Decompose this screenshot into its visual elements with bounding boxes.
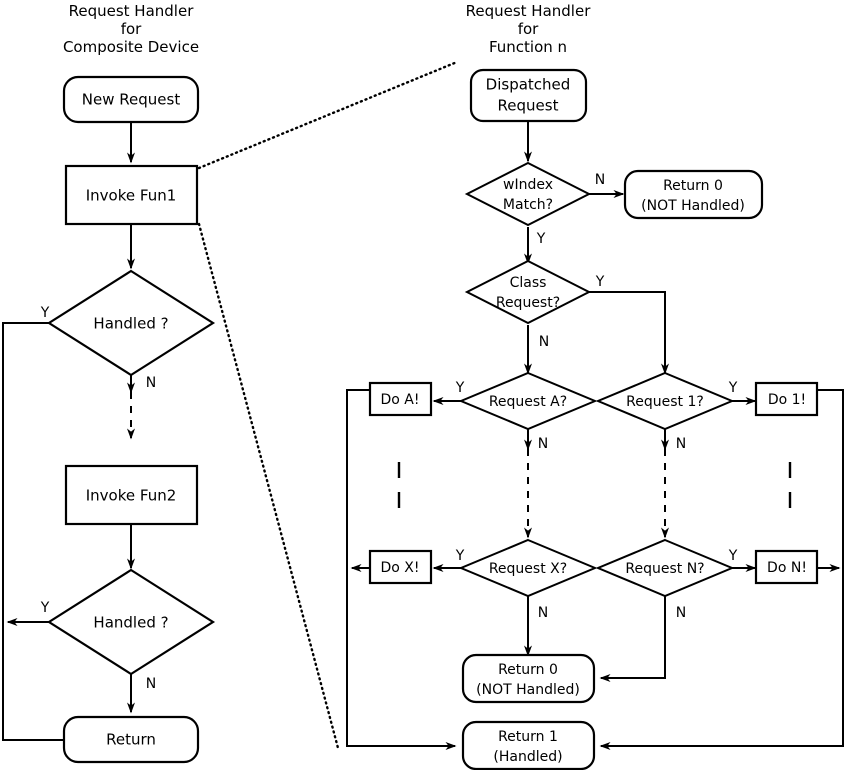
node-handled-2-label: Handled ? [93, 614, 168, 632]
node-do-a-label: Do A! [381, 392, 420, 408]
node-do-n-label: Do N! [767, 560, 807, 576]
node-class-request-line-2: Request? [496, 295, 560, 311]
right-panel-title: Request Handler for Function n [466, 2, 592, 56]
node-return-label: Return [106, 731, 156, 749]
branch-label-class-no: N [539, 334, 549, 350]
node-dispatched-request-line-2: Request [498, 97, 559, 115]
node-invoke-fun1-label: Invoke Fun1 [86, 187, 177, 205]
node-request-x[interactable] [458, 538, 598, 598]
branch-label-class-yes: Y [595, 274, 605, 290]
node-windex-match-line-2: Match? [503, 197, 553, 213]
branch-label-handled1-no: N [146, 375, 156, 391]
node-return[interactable] [62, 715, 200, 764]
node-invoke-fun1[interactable] [64, 164, 199, 226]
node-request-1[interactable] [595, 371, 735, 431]
left-title-line-3: Composite Device [63, 38, 199, 56]
node-do-1-label: Do 1! [768, 392, 806, 408]
node-do-n[interactable] [754, 549, 819, 585]
node-do-1[interactable] [754, 381, 819, 417]
node-return0-bottom[interactable] [461, 653, 596, 704]
node-handled-1[interactable] [46, 269, 216, 377]
node-new-request-label: New Request [82, 91, 181, 109]
left-title-line-2: for [121, 20, 142, 38]
branch-label-request1-yes: Y [728, 380, 738, 396]
edge-doa-rail-return1 [346, 389, 457, 750]
branch-label-handled1-yes: Y [40, 305, 50, 321]
left-title-line-1: Request Handler [69, 2, 195, 20]
node-request-n[interactable] [595, 538, 735, 598]
node-new-request[interactable] [62, 75, 200, 124]
node-request-a-label: Request A? [489, 394, 567, 410]
node-return1[interactable] [461, 720, 596, 770]
node-invoke-fun2-label: Invoke Fun2 [86, 487, 177, 505]
node-request-1-label: Request 1? [626, 394, 704, 410]
callout-line-upper [197, 60, 459, 170]
branch-label-handled2-no: N [146, 676, 156, 692]
branch-label-requestn-yes: Y [728, 548, 738, 564]
node-return0-top-line-2: (NOT Handled) [641, 198, 745, 214]
right-title-line-2: for [518, 20, 539, 38]
branch-label-windex-yes: Y [536, 231, 546, 247]
node-class-request[interactable] [464, 259, 592, 325]
callout-line-lower [197, 222, 340, 750]
node-handled-1-label: Handled ? [93, 315, 168, 333]
node-request-n-label: Request N? [625, 561, 704, 577]
branch-label-requestx-yes: Y [455, 548, 465, 564]
branch-label-handled2-yes: Y [40, 600, 50, 616]
edge-handled1-yes-rail [2, 322, 102, 744]
node-return0-top[interactable] [623, 169, 764, 220]
edge-class-yes-request1 [589, 291, 669, 375]
right-title-line-1: Request Handler [466, 2, 592, 20]
node-dispatched-request-line-1: Dispatched [486, 76, 571, 94]
edge-requestn-no-return0bottom [599, 596, 666, 682]
edge-do1-rail-return1 [599, 389, 844, 750]
node-invoke-fun2[interactable] [64, 464, 199, 526]
branch-label-requesta-no: N [538, 436, 548, 452]
node-class-request-line-1: Class [510, 275, 547, 291]
node-windex-match[interactable] [464, 161, 592, 227]
node-return0-bottom-line-1: Return 0 [498, 662, 558, 678]
node-request-a[interactable] [458, 371, 598, 431]
branch-label-requestn-no: N [676, 605, 686, 621]
node-return1-line-1: Return 1 [498, 729, 558, 745]
branch-label-requesta-yes: Y [455, 380, 465, 396]
left-panel-title: Request Handler for Composite Device [63, 2, 199, 56]
right-title-line-3: Function n [489, 38, 567, 56]
branch-label-requestx-no: N [538, 605, 548, 621]
node-return0-top-line-1: Return 0 [663, 178, 723, 194]
node-do-x[interactable] [368, 549, 433, 585]
branch-label-request1-no: N [676, 436, 686, 452]
node-dispatched-request[interactable] [469, 68, 588, 123]
node-windex-match-line-1: wIndex [503, 177, 553, 193]
node-return1-line-2: (Handled) [493, 749, 562, 765]
node-do-x-label: Do X! [381, 560, 420, 576]
branch-label-windex-no: N [595, 172, 605, 188]
node-handled-2[interactable] [46, 568, 216, 676]
node-request-x-label: Request X? [489, 561, 567, 577]
node-do-a[interactable] [368, 381, 433, 417]
node-return0-bottom-line-2: (NOT Handled) [476, 682, 580, 698]
